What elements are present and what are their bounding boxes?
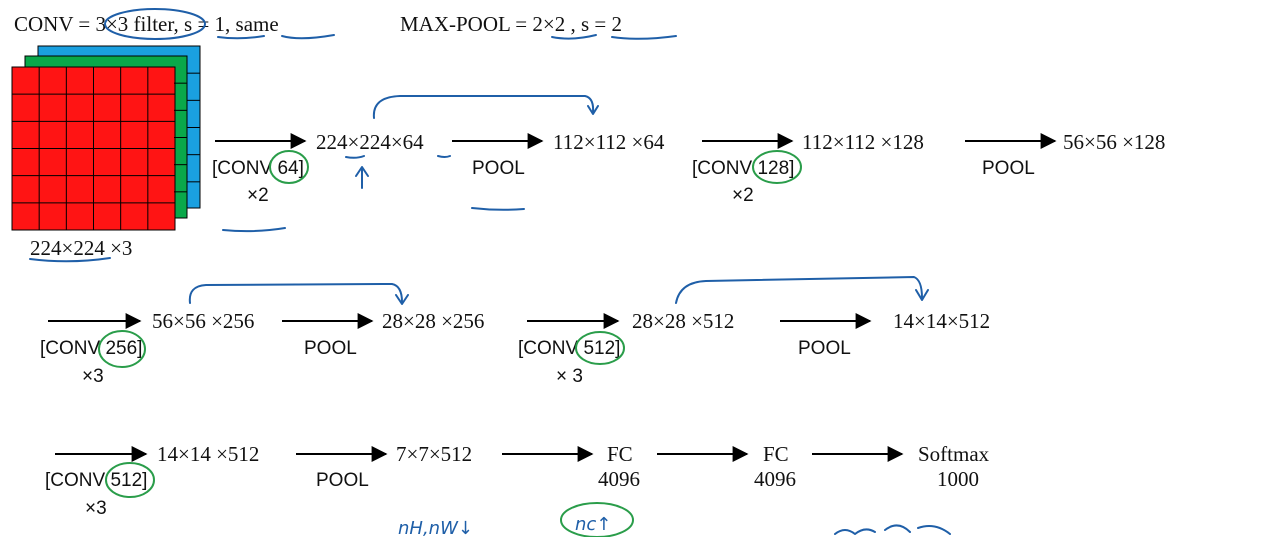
- handwritten-skip-arc-r2b: [675, 276, 929, 304]
- r2-node-56x56x256: 56×56 ×256: [152, 309, 254, 333]
- r3-softmax-label: Softmax: [918, 442, 990, 466]
- handwritten-underline-s: [217, 35, 265, 40]
- r2-node-28x28x512: 28×28 ×512: [632, 309, 734, 333]
- r1-node-112x112x128: 112×112 ×128: [802, 130, 924, 154]
- handwritten-skip-arc-r1: [372, 95, 599, 119]
- green-circle-128: [752, 150, 802, 184]
- handwritten-up-arrow: [355, 166, 369, 189]
- r3-conv512-times: ×3: [85, 498, 107, 519]
- handwritten-circle-filter: [104, 8, 206, 40]
- handwritten-scribble: [834, 524, 951, 535]
- r2-conv512-label: [CONV 512]: [518, 338, 620, 359]
- green-circle-512-r2: [575, 331, 625, 365]
- r2-pool-label-1: POOL: [304, 338, 357, 359]
- handwritten-underline-x2: [222, 227, 286, 233]
- handwritten-skip-arc-r2a: [188, 283, 409, 305]
- r1-node-56x56x128: 56×56 ×128: [1063, 130, 1165, 154]
- r3-conv512-label: [CONV 512]: [45, 470, 147, 491]
- handwritten-nc-up: nc↑: [575, 514, 611, 535]
- handwritten-ticks-224: [345, 155, 451, 159]
- r1-conv64-times: ×2: [247, 185, 269, 206]
- r3-pool-label: POOL: [316, 470, 369, 491]
- r3-fc1-units: 4096: [598, 467, 640, 491]
- r2-conv512-times: × 3: [556, 366, 583, 387]
- handwritten-underline-2x2: [551, 34, 597, 40]
- r2-pool-label-2: POOL: [798, 338, 851, 359]
- handwritten-dash-pool: [471, 207, 525, 211]
- r1-pool-label-2: POOL: [982, 158, 1035, 179]
- r2-node-14x14x512: 14×14×512: [893, 309, 990, 333]
- handwritten-underline-input: [29, 257, 111, 263]
- input-volume: [11, 45, 201, 231]
- r3-softmax-units: 1000: [937, 467, 979, 491]
- green-circle-512-r3: [105, 462, 155, 498]
- green-circle-256: [98, 330, 146, 368]
- r3-node-7x7x512: 7×7×512: [396, 442, 472, 466]
- r3-fc1-label: FC: [607, 442, 633, 466]
- r2-node-28x28x256: 28×28 ×256: [382, 309, 484, 333]
- r1-conv64-label: [CONV 64]: [212, 158, 304, 179]
- handwritten-nh-nw-down: nH,nW↓: [398, 518, 473, 537]
- green-circle-nc: [560, 502, 634, 537]
- maxpool-definition: MAX-POOL = 2×2 , s = 2: [400, 12, 622, 36]
- conv-definition: CONV = 3×3 filter, s = 1, same: [14, 12, 279, 36]
- r1-pool-label-1: POOL: [472, 158, 525, 179]
- r1-conv128-times: ×2: [732, 185, 754, 206]
- green-circle-64: [269, 150, 309, 184]
- r1-node-224x224x64: 224×224×64: [316, 130, 424, 154]
- handwritten-underline-s2: [611, 35, 677, 40]
- r2-conv256-label: [CONV 256]: [40, 338, 142, 359]
- r3-node-14x14x512: 14×14 ×512: [157, 442, 259, 466]
- r3-fc2-label: FC: [763, 442, 789, 466]
- handwritten-underline-same: [281, 34, 335, 40]
- r2-conv256-times: ×3: [82, 366, 104, 387]
- r1-conv128-label: [CONV 128]: [692, 158, 794, 179]
- r3-fc2-units: 4096: [754, 467, 796, 491]
- input-size-label: 224×224 ×3: [30, 236, 132, 260]
- r1-node-112x112x64: 112×112 ×64: [553, 130, 665, 154]
